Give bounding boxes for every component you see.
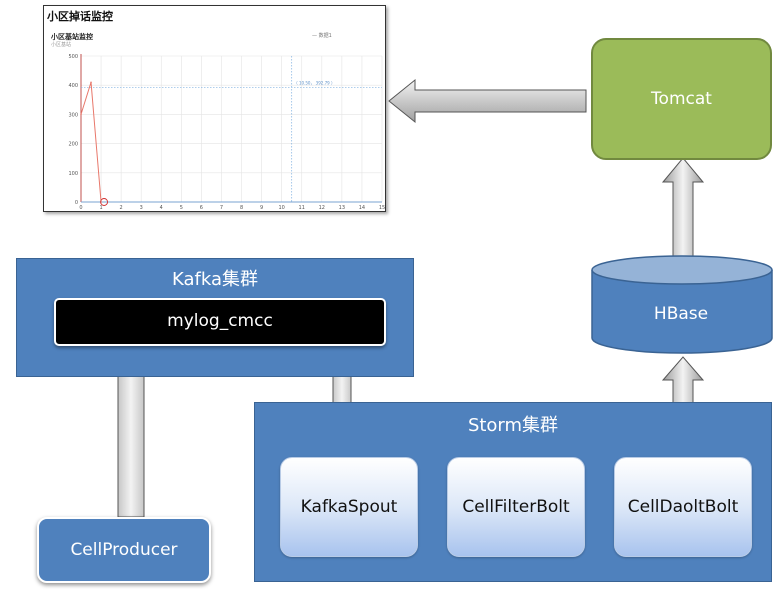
x-tick-label: 5 (180, 205, 183, 211)
y-tick-label: 100 (68, 171, 78, 177)
kafka-cluster-title: Kafka集群 (172, 269, 258, 290)
monitor-title: 小区掉话监控 (47, 10, 113, 23)
y-tick-label: 300 (68, 112, 78, 118)
tomcat-node: Tomcat (591, 38, 772, 160)
x-tick-label: 6 (200, 205, 203, 211)
cell-dao-bolt-node: CellDaoltBolt (614, 457, 752, 557)
x-tick-label: 9 (260, 205, 263, 211)
arrow-hbase-to-tomcat (661, 157, 705, 259)
data-point (90, 81, 92, 84)
arrow-tomcat-to-monitor (388, 78, 587, 124)
marker-readout: （ 10.50， 392.79 ） (294, 80, 335, 85)
kafka-topic: mylog_cmcc (54, 298, 386, 346)
y-tick-label: 0 (75, 200, 78, 206)
kafka-cluster: Kafka集群 mylog_cmcc (16, 258, 414, 377)
cell-filter-bolt-node: CellFilterBolt (447, 457, 585, 557)
hbase-cylinder (591, 255, 773, 354)
hbase-label: HBase (653, 304, 709, 324)
chart-subtitle: 小区基站 (51, 42, 72, 48)
x-tick-label: 3 (140, 205, 143, 211)
x-tick-label: 11 (299, 205, 305, 211)
x-tick-label: 14 (359, 205, 365, 211)
x-tick-label: 4 (160, 205, 163, 211)
x-tick-label: 15 (379, 205, 385, 211)
chart-legend: — 数据1 (312, 33, 332, 39)
x-tick-label: 12 (319, 205, 325, 211)
data-point (80, 113, 82, 116)
chart-title: 小区基站监控 (51, 33, 93, 41)
kafka-spout-node: KafkaSpout (280, 457, 418, 557)
x-tick-label: 13 (339, 205, 345, 211)
x-tick-label: 7 (220, 205, 223, 211)
x-tick-label: 2 (120, 205, 123, 211)
y-tick-label: 200 (68, 142, 78, 148)
y-tick-label: 400 (68, 83, 78, 89)
storm-cluster-title: Storm集群 (467, 415, 559, 436)
x-tick-label: 0 (79, 205, 82, 211)
highlight-point (100, 198, 109, 206)
y-tick-label: 500 (68, 54, 78, 60)
cell-producer-node: CellProducer (37, 517, 211, 583)
x-tick-label: 10 (278, 205, 284, 211)
x-tick-label: 8 (240, 205, 243, 211)
x-tick-label: 1 (99, 205, 102, 211)
storm-cluster: Storm集群 KafkaSpout CellFilterBolt CellDa… (254, 402, 772, 582)
